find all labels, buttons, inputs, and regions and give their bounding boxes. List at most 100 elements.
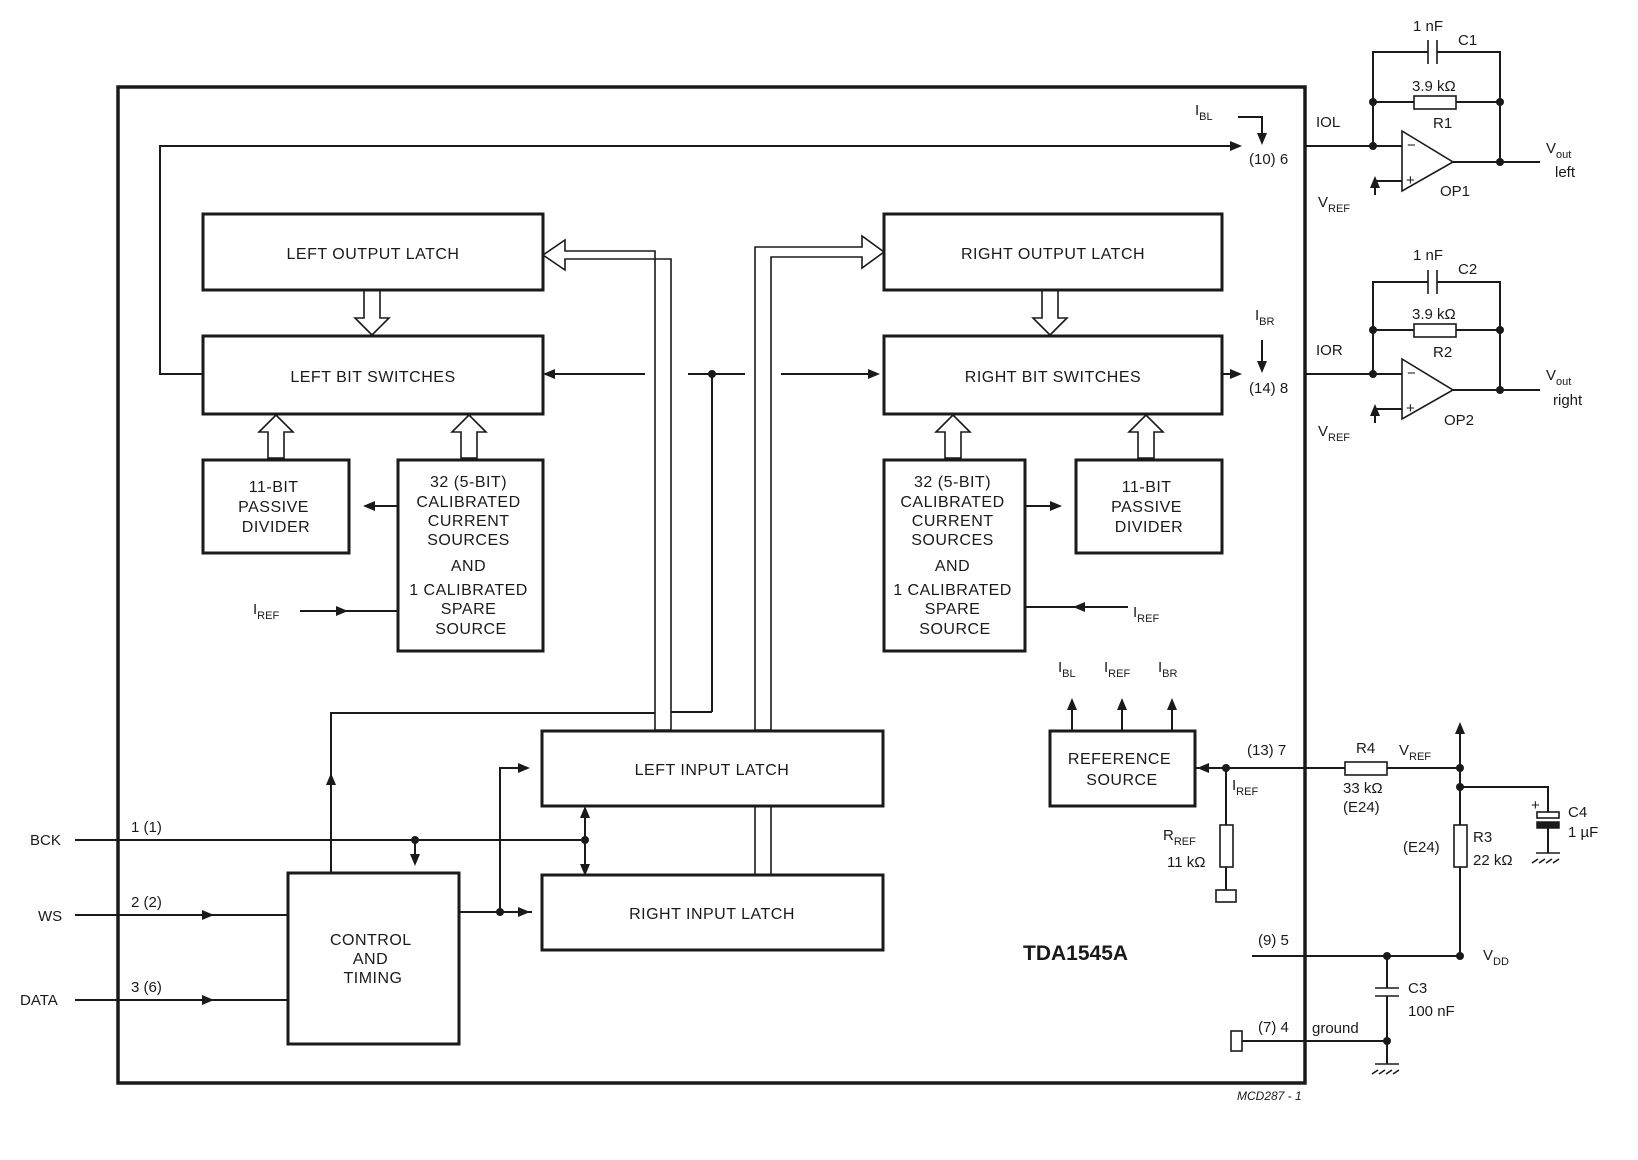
gnd-pin-label: (7) 4 xyxy=(1258,1019,1289,1036)
op2-plus: + xyxy=(1406,400,1415,417)
vout-left-sub: left xyxy=(1555,164,1576,181)
op1-vref-label: VREF xyxy=(1318,194,1350,215)
left-input-latch-label: LEFT INPUT LATCH xyxy=(635,762,790,779)
right-output-latch-block xyxy=(882,212,1224,292)
ref-iref-label: IREF xyxy=(1104,659,1130,680)
right-current-sources-block xyxy=(882,458,1027,653)
data-bus-to-left-output-latch xyxy=(541,238,672,731)
vref-net-label: VREF xyxy=(1399,742,1431,763)
figure-code: MCD287 - 1 xyxy=(1237,1089,1302,1103)
left-output-latch-block xyxy=(201,212,545,292)
data-signal-name: DATA xyxy=(20,992,58,1009)
ws-signal-name: WS xyxy=(38,908,62,925)
left-passive-divider-block xyxy=(201,458,351,555)
c4-plus: + xyxy=(1531,797,1540,814)
vdd-pin-label: (9) 5 xyxy=(1258,932,1289,949)
right-output-latch-label: RIGHT OUTPUT LATCH xyxy=(961,246,1145,263)
r4-series: (E24) xyxy=(1343,799,1380,816)
bus-left-divider-to-switches xyxy=(257,413,295,459)
left-output-latch-label: LEFT OUTPUT LATCH xyxy=(287,246,460,263)
bck-pin-label: 1 (1) xyxy=(131,819,162,836)
right-passive-divider-block xyxy=(1074,458,1224,555)
c2-value: 1 nF xyxy=(1413,247,1443,264)
c3-value: 100 nF xyxy=(1408,1003,1455,1020)
chip-name: TDA1545A xyxy=(1023,942,1128,965)
vref-pin-label: (13) 7 xyxy=(1247,742,1286,759)
control-timing-label: CONTROL AND TIMING xyxy=(330,932,416,987)
bck-signal-name: BCK xyxy=(30,832,61,849)
chip-outline xyxy=(116,85,1307,1085)
left-current-sources-block xyxy=(396,458,545,653)
r1-value: 3.9 kΩ xyxy=(1412,78,1456,95)
vout-left-label: Vout xyxy=(1546,140,1571,161)
c3-name: C3 xyxy=(1408,980,1427,997)
r2-name: R2 xyxy=(1433,344,1452,361)
vout-right-label: Vout xyxy=(1546,367,1571,388)
junction-dots xyxy=(411,370,716,916)
left-iref-label: IREF xyxy=(253,601,279,622)
c4-value: 1 µF xyxy=(1568,824,1598,841)
reference-source-label: REFERENCE SOURCE xyxy=(1068,751,1176,789)
left-current-sources-label: 32 (5-BIT) CALIBRATED CURRENT SOURCES AN… xyxy=(409,474,533,638)
vdd-label: VDD xyxy=(1483,947,1509,968)
vout-right-sub: right xyxy=(1553,392,1583,409)
bus-right-sources-to-switches xyxy=(934,413,972,459)
right-bit-switches-label: RIGHT BIT SWITCHES xyxy=(965,369,1141,386)
ibr-label: IBR xyxy=(1255,307,1275,328)
left-passive-divider-label: 11-BIT PASSIVE DIVIDER xyxy=(238,479,314,536)
right-bit-switches-block xyxy=(882,334,1224,416)
data-pin-label: 3 (6) xyxy=(131,979,162,996)
ground-label: ground xyxy=(1312,1020,1359,1037)
r1-name: R1 xyxy=(1433,115,1452,132)
bus-left-sources-to-switches xyxy=(450,413,488,459)
data-bus-to-right-output-latch xyxy=(754,234,886,731)
bus-between-input-latches xyxy=(754,806,772,875)
r3-name: R3 xyxy=(1473,829,1492,846)
iol-pin-label: (10) 6 xyxy=(1249,151,1288,168)
right-iref-label: IREF xyxy=(1133,604,1159,625)
r4-name: R4 xyxy=(1356,740,1375,757)
rref-value: 11 kΩ xyxy=(1167,854,1205,871)
op1-minus: − xyxy=(1407,137,1416,154)
reference-network xyxy=(1195,722,1560,1075)
right-output-stage xyxy=(1305,270,1540,423)
left-output-stage xyxy=(1305,40,1540,195)
ior-label: IOR xyxy=(1316,342,1343,359)
control-timing-block xyxy=(286,871,461,1046)
r2-value: 3.9 kΩ xyxy=(1412,306,1456,323)
ref-ibr-label: IBR xyxy=(1158,659,1178,680)
bus-right-divider-to-switches xyxy=(1127,413,1165,459)
iref-rref-label: IREF xyxy=(1232,777,1258,798)
r3-value: 22 kΩ xyxy=(1473,852,1513,869)
right-current-sources-label: 32 (5-BIT) CALIBRATED CURRENT SOURCES AN… xyxy=(893,474,1017,638)
ibl-label: IBL xyxy=(1195,102,1213,123)
c1-value: 1 nF xyxy=(1413,18,1443,35)
right-input-latch-label: RIGHT INPUT LATCH xyxy=(629,906,795,923)
op1-plus: + xyxy=(1406,172,1415,189)
bus-right-output-latch-to-switches xyxy=(1031,289,1069,337)
c2-name: C2 xyxy=(1458,261,1477,278)
right-input-latch-block xyxy=(540,873,885,952)
ref-ibl-label: IBL xyxy=(1058,659,1076,680)
c4-name: C4 xyxy=(1568,804,1587,821)
op2-label: OP2 xyxy=(1444,412,1474,429)
r4-value: 33 kΩ xyxy=(1343,780,1383,797)
left-bit-switches-label: LEFT BIT SWITCHES xyxy=(290,369,455,386)
ws-pin-label: 2 (2) xyxy=(131,894,162,911)
left-bit-switches-block xyxy=(201,334,545,416)
c1-name: C1 xyxy=(1458,32,1477,49)
op1-label: OP1 xyxy=(1440,183,1470,200)
ior-pin-label: (14) 8 xyxy=(1249,380,1288,397)
op2-minus: − xyxy=(1407,365,1416,382)
right-passive-divider-label: 11-BIT PASSIVE DIVIDER xyxy=(1111,479,1187,536)
left-input-latch-block xyxy=(540,729,885,808)
bus-left-output-latch-to-switches xyxy=(353,289,391,337)
arrowheads xyxy=(202,116,1267,1005)
iol-label: IOL xyxy=(1316,114,1340,131)
rref-label: RREF xyxy=(1163,827,1196,848)
r3-series: (E24) xyxy=(1403,839,1440,856)
reference-source-block xyxy=(1048,729,1197,808)
reference-outputs xyxy=(1067,698,1177,731)
op2-vref-label: VREF xyxy=(1318,423,1350,444)
